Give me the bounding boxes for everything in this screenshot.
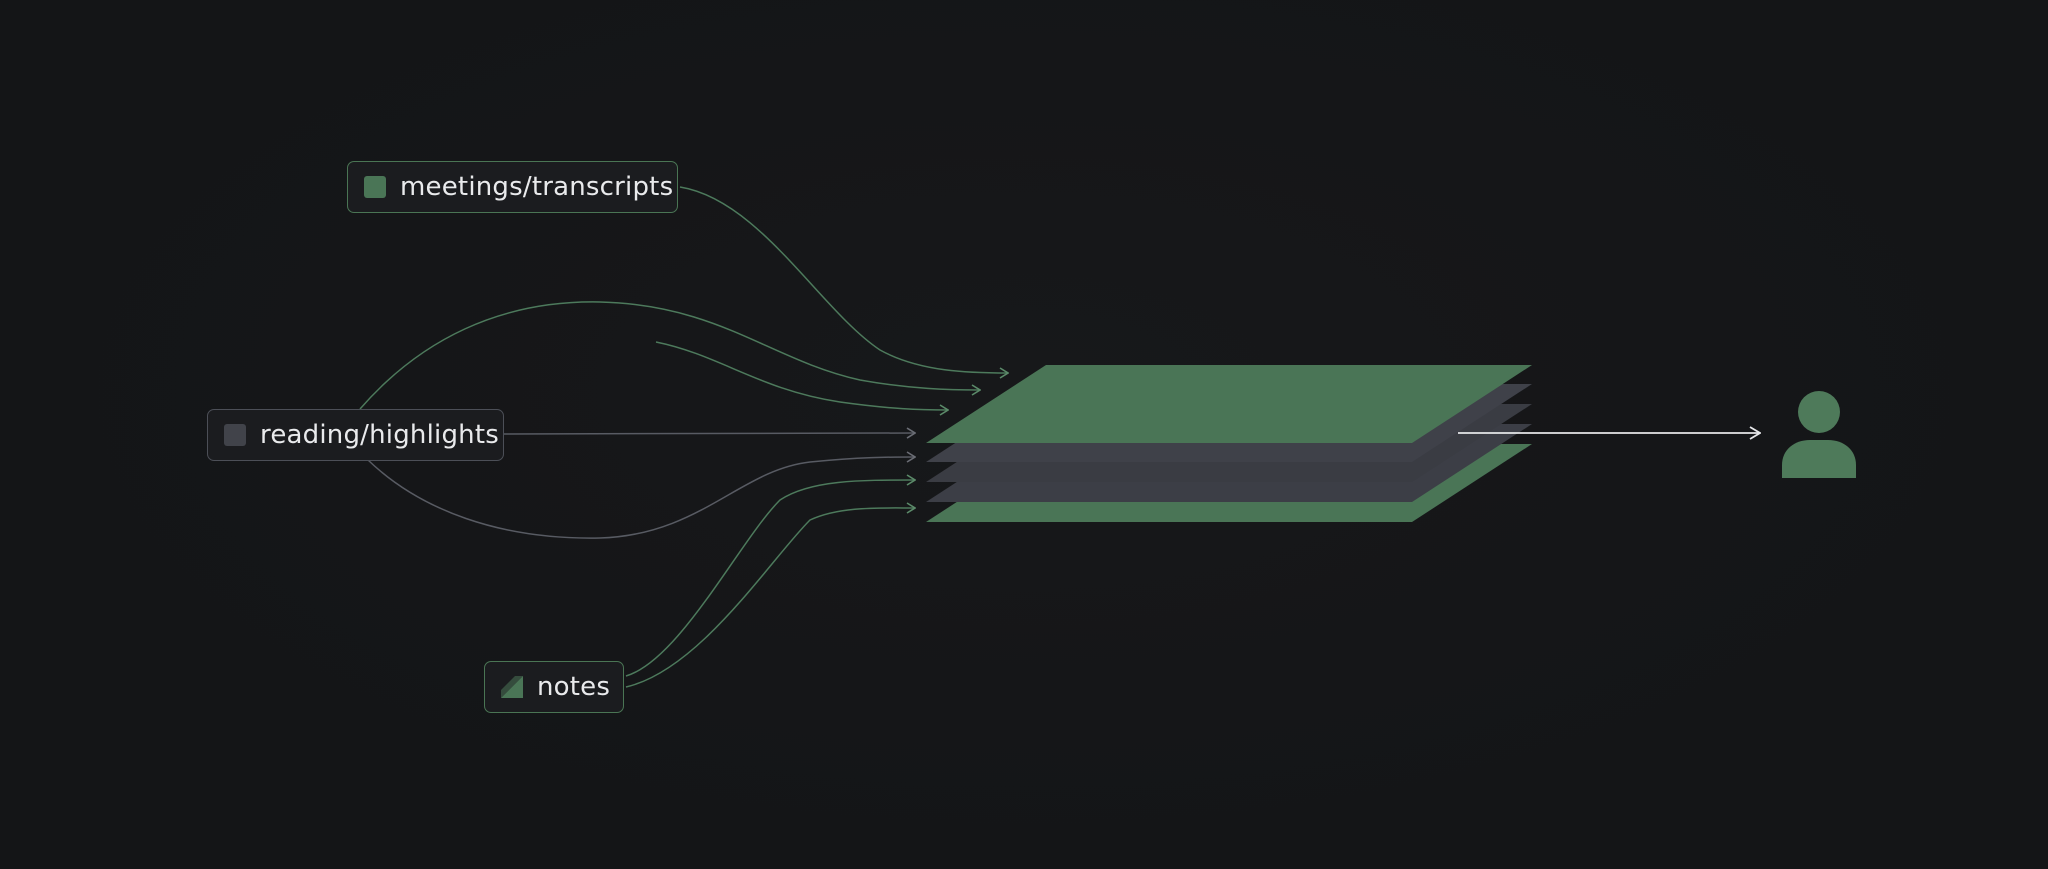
edge-notes-lower-to-stack — [625, 508, 915, 688]
edge-reading-lower-to-stack — [367, 457, 915, 539]
edge-meetings-to-stack — [679, 186, 1008, 373]
source-label: reading/highlights — [260, 420, 499, 450]
user-icon — [1782, 391, 1856, 478]
source-label: meetings/transcripts — [400, 172, 674, 202]
edge-notes-upper-to-stack — [625, 480, 915, 677]
edge-reading-upper-to-stack — [359, 301, 980, 410]
source-notes[interactable]: notes — [484, 661, 624, 713]
layer-stack — [926, 365, 1532, 522]
source-label: notes — [537, 672, 611, 702]
edge-secondary-to-stack — [655, 341, 948, 410]
source-reading-highlights[interactable]: reading/highlights — [207, 409, 504, 461]
note-triangle-icon — [501, 676, 523, 698]
source-meetings-transcripts[interactable]: meetings/transcripts — [347, 161, 678, 213]
stack-layer-1 — [926, 365, 1532, 443]
edge-reading-direct-to-stack — [503, 433, 915, 434]
green-square-icon — [364, 176, 386, 198]
gray-square-icon — [224, 424, 246, 446]
